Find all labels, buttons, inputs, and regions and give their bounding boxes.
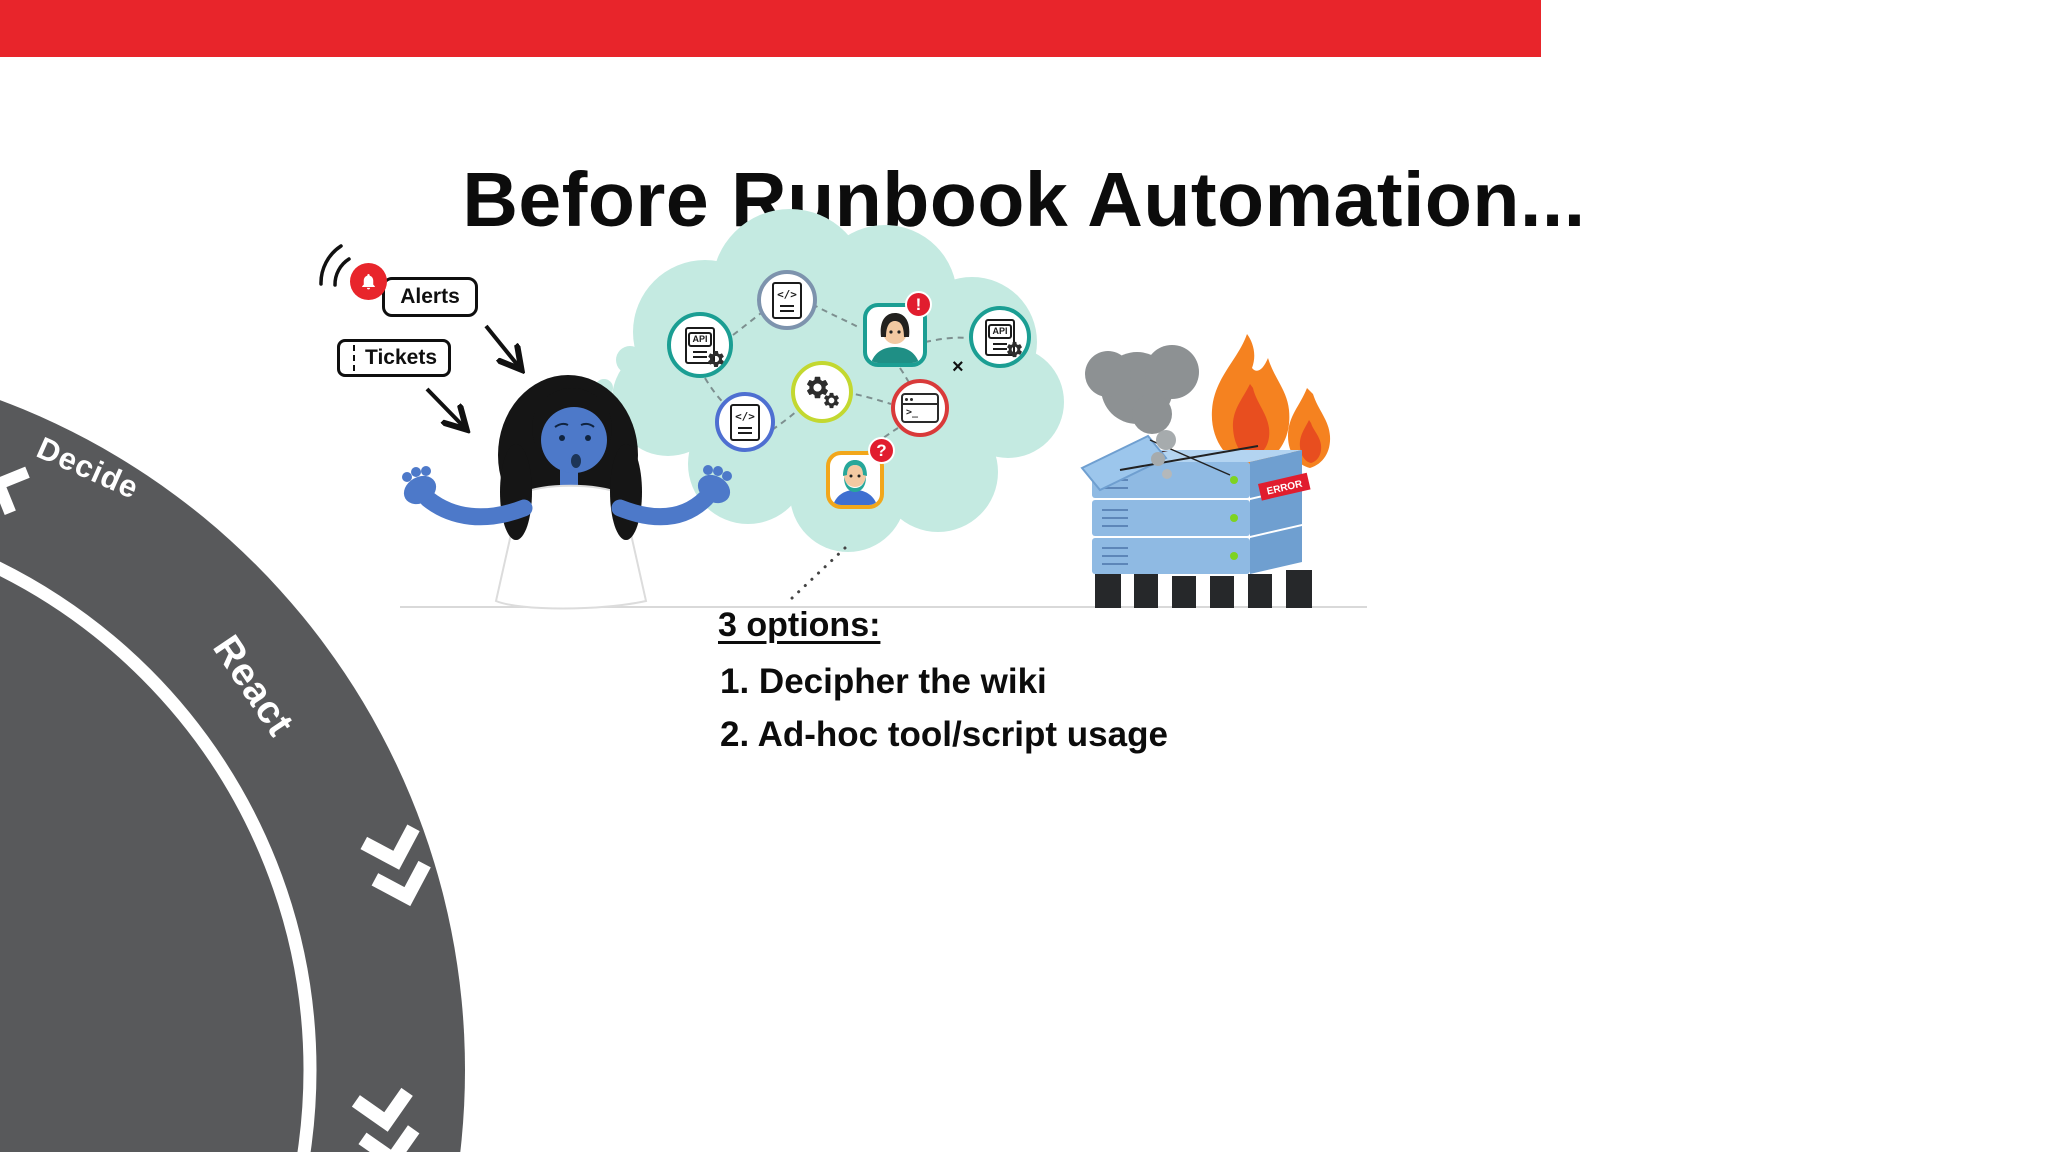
api-label: API bbox=[688, 332, 712, 347]
accent-bar bbox=[0, 0, 1541, 57]
document-icon: </> bbox=[772, 281, 802, 319]
tickets-label: Tickets bbox=[337, 339, 451, 377]
confused-operator-illustration bbox=[402, 375, 732, 610]
open-lid bbox=[1080, 434, 1168, 492]
question-badge-text: ? bbox=[876, 440, 887, 460]
analyst-illustration bbox=[871, 313, 919, 363]
server-legs bbox=[1095, 570, 1312, 608]
gears-icon bbox=[791, 361, 853, 423]
terminal-window: >_ bbox=[901, 393, 939, 423]
tickets-text: Tickets bbox=[365, 346, 437, 369]
cycle-chevron-icon-edge bbox=[0, 466, 30, 515]
api-label: API bbox=[988, 324, 1012, 339]
right-arm bbox=[611, 489, 715, 526]
gear-icon bbox=[706, 349, 726, 369]
lifecycle-wheel bbox=[0, 400, 465, 1152]
broken-link-icon: × bbox=[952, 356, 964, 378]
option-item-2: 2. Ad-hoc tool/script usage bbox=[720, 715, 1168, 754]
code-glyph: </> bbox=[735, 410, 755, 423]
down-right-arrow-icon bbox=[484, 324, 520, 368]
left-arm bbox=[419, 490, 533, 526]
bell-icon bbox=[350, 263, 387, 300]
smoke-icon bbox=[1085, 345, 1199, 479]
incoming-arrows bbox=[425, 324, 520, 428]
options-heading: 3 options: bbox=[718, 606, 881, 644]
hair-strand bbox=[610, 444, 642, 540]
terminal-titlebar bbox=[903, 395, 937, 405]
option-item-1: 1. Decipher the wiki bbox=[720, 662, 1047, 701]
down-right-arrow-icon bbox=[425, 387, 465, 428]
terminal-icon: >_ bbox=[891, 379, 949, 437]
question-badge: ? bbox=[868, 437, 895, 464]
api-doc-icon: API bbox=[667, 312, 733, 378]
alerts-text: Alerts bbox=[400, 285, 460, 308]
hands bbox=[402, 465, 732, 505]
gear-icon bbox=[1005, 340, 1024, 359]
terminal-prompt: >_ bbox=[906, 407, 919, 418]
document-icon: </> bbox=[730, 403, 760, 441]
alert-badge-text: ! bbox=[915, 294, 922, 314]
burning-server-illustration: ERROR bbox=[1080, 334, 1331, 608]
code-glyph: </> bbox=[777, 288, 797, 301]
doc-lines bbox=[993, 342, 1007, 345]
cycle-chevron-icon bbox=[360, 824, 431, 907]
api-doc-icon: API bbox=[969, 306, 1031, 368]
thought-dot bbox=[616, 346, 644, 374]
engineer-avatar bbox=[826, 451, 884, 509]
dotted-trail bbox=[788, 546, 847, 602]
alerts-label: Alerts bbox=[382, 277, 478, 317]
fire-icon bbox=[1211, 334, 1331, 468]
error-tag: ERROR bbox=[1258, 472, 1311, 501]
hair-strand bbox=[500, 444, 532, 540]
cycle-chevron-icon-clipped bbox=[351, 1087, 420, 1152]
alert-badge: ! bbox=[905, 291, 932, 318]
shirt bbox=[494, 484, 648, 610]
sound-waves-icon bbox=[319, 244, 351, 287]
slide-title: Before Runbook Automation... bbox=[462, 156, 1586, 243]
ticket-perforation bbox=[353, 345, 355, 371]
engineer-illustration bbox=[833, 460, 877, 505]
doc-lines bbox=[780, 305, 794, 307]
server-rack: ERROR bbox=[1092, 450, 1311, 574]
doc-lines bbox=[693, 350, 707, 353]
code-doc-icon: </> bbox=[757, 270, 817, 330]
gear-icon bbox=[822, 391, 841, 410]
face bbox=[541, 407, 607, 473]
code-doc-icon: </> bbox=[715, 392, 775, 452]
doc-lines bbox=[738, 427, 752, 429]
wire bbox=[1119, 445, 1259, 471]
open-mouth bbox=[571, 454, 581, 468]
led-lights bbox=[1230, 476, 1238, 560]
